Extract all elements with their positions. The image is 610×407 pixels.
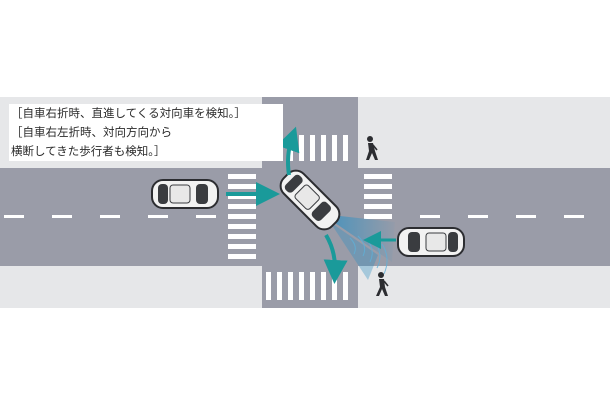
caption-line-1: ［自車右折時、直進してくる対向車を検知。］ [11, 106, 246, 120]
crosswalk-left [228, 174, 256, 259]
pedestrian-icon [366, 136, 378, 160]
ego-car-icon [279, 169, 341, 231]
pedestrian-crossing-icon [376, 272, 389, 296]
caption-line-3: 横断してきた歩行者も検知。］ [11, 144, 166, 158]
turn-arrow-down-icon [323, 233, 348, 284]
left-car-icon [151, 179, 219, 209]
caption-line-2: ［自車右左折時、対向方向から [11, 125, 172, 139]
crosswalk-bottom [266, 272, 348, 300]
caption-box: ［自車右折時、直進してくる対向車を検知。］ ［自車右左折時、対向方向から 横断し… [9, 104, 283, 161]
oncoming-car-icon [397, 227, 465, 257]
sensor-fan-icon [322, 214, 395, 280]
center-lane-dashes [4, 215, 584, 218]
turn-arrow-icon [276, 126, 300, 176]
crosswalk-right [364, 174, 392, 219]
